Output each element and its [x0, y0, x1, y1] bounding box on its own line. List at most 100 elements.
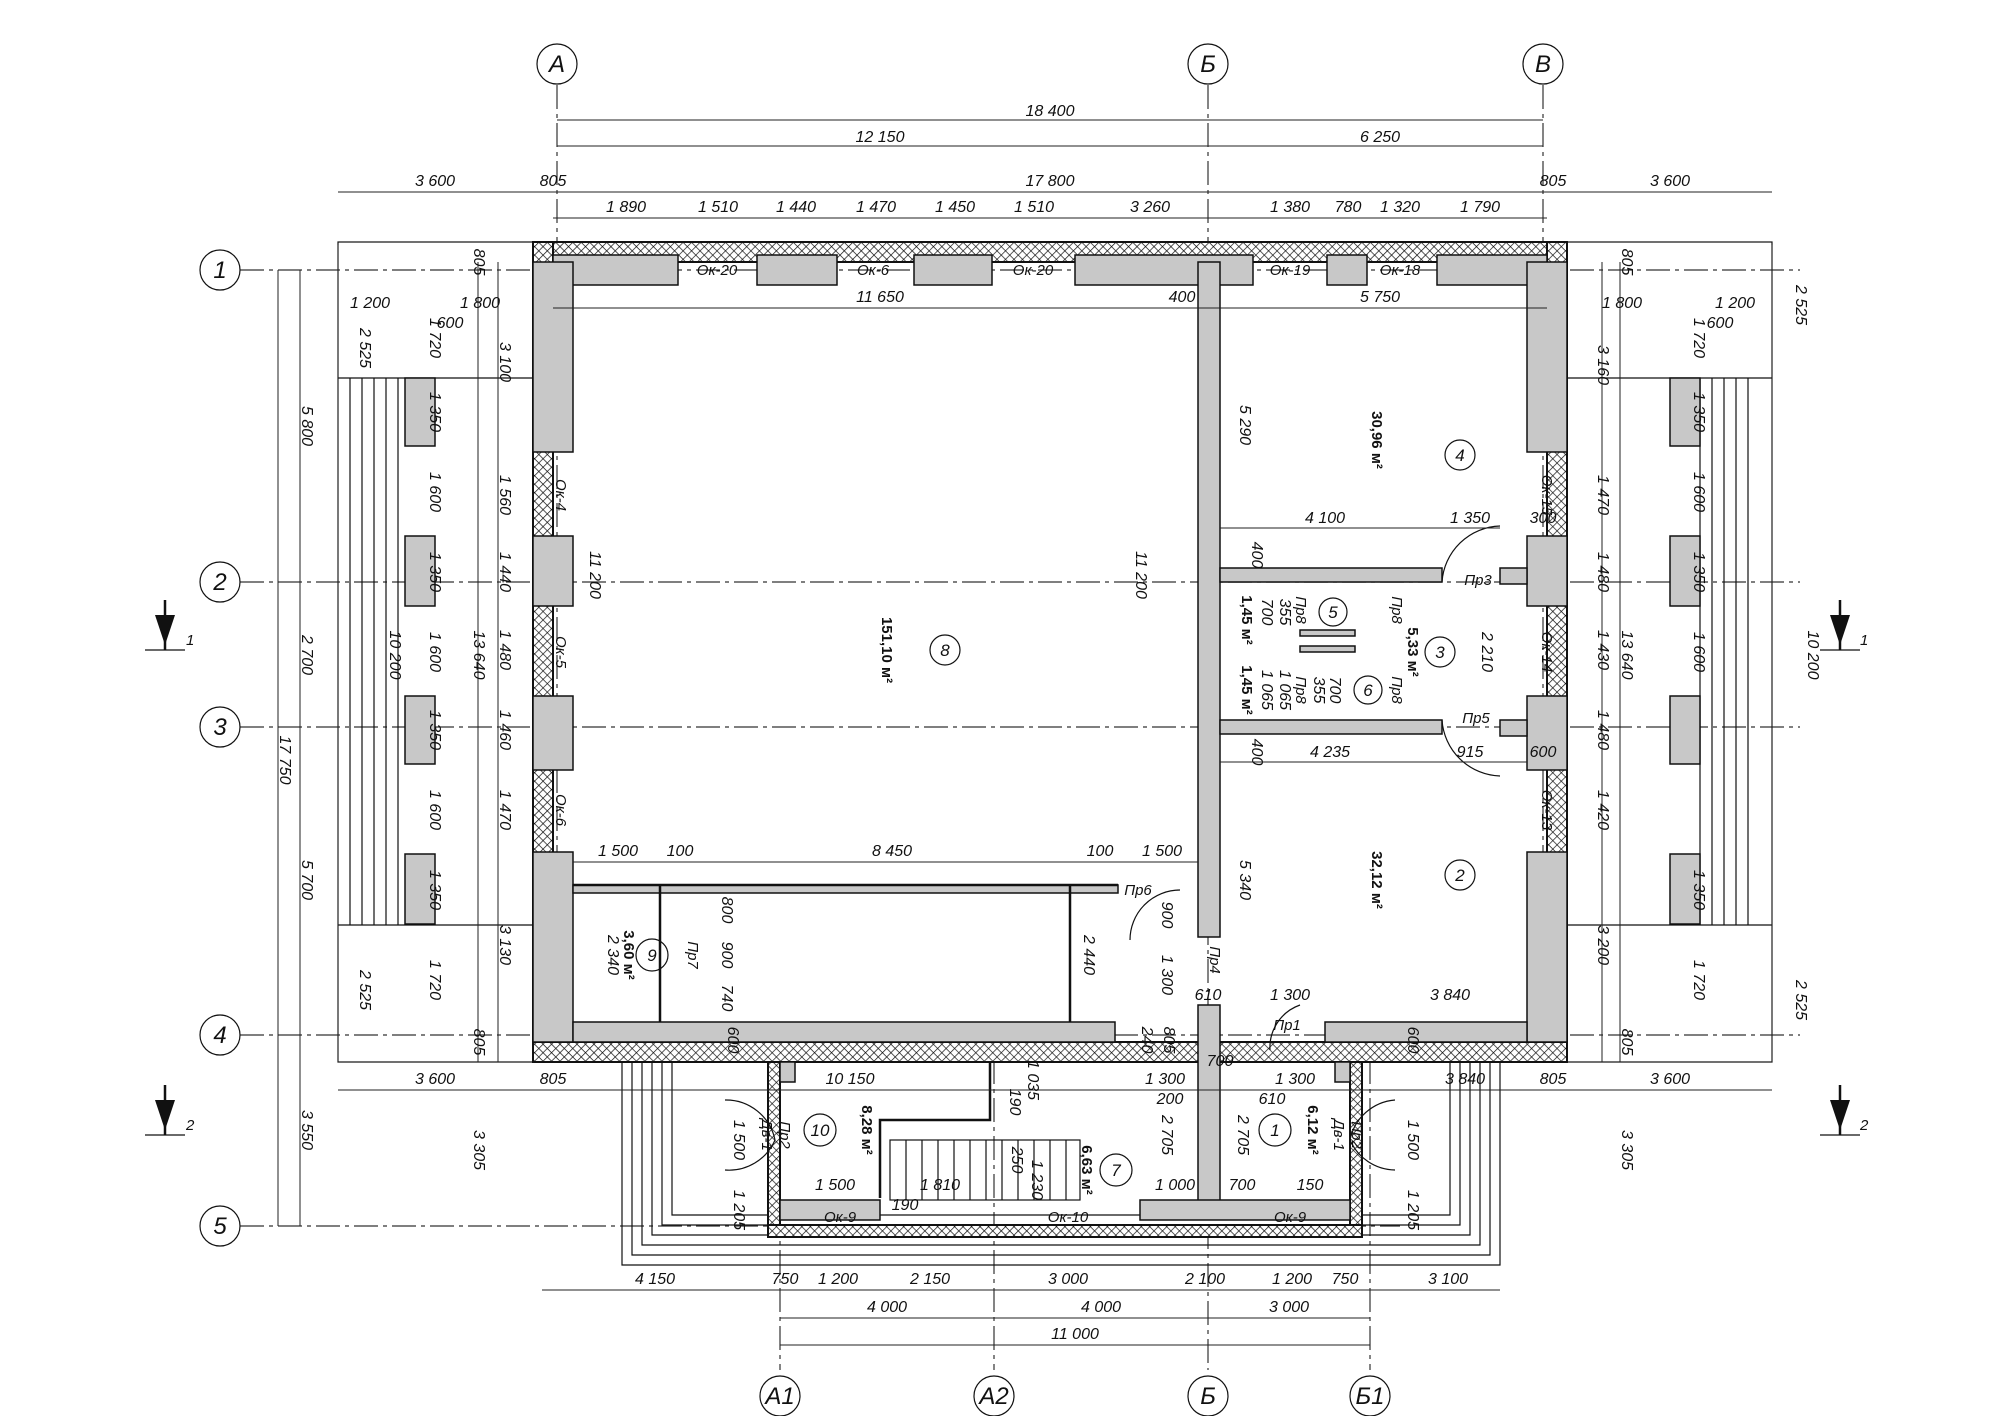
dim-lower-3305: 3 305 [470, 1130, 487, 1170]
room-area: 1,45 м² [1238, 595, 1255, 644]
window-label: Ок-6 [552, 794, 569, 827]
dim-right-total: 10 200 [1804, 631, 1821, 680]
dim-porch-step: 1 600 [426, 632, 443, 672]
dim-porch-3600: 3 600 [1650, 1071, 1690, 1088]
dim-room9: 2 340 [604, 934, 621, 975]
axis-label: В [1535, 51, 1551, 78]
dim-chain: 1 510 [1014, 199, 1054, 216]
room-number: 6 [1363, 681, 1373, 700]
dim-3840: 3 840 [1445, 1071, 1485, 1088]
dim-wc: 1 065 [1258, 670, 1275, 710]
dim-2705: 2 705 [1234, 1114, 1251, 1155]
dim-span-10150: 10 150 [826, 1071, 875, 1088]
room-number: 3 [1435, 643, 1445, 662]
dim-wc: 1 065 [1276, 670, 1293, 710]
dim-porch-2525: 2 525 [1792, 284, 1809, 325]
dimension-lines-left [277, 245, 499, 1226]
section-mark-1-left: 1 [145, 600, 194, 651]
dim-porch-1800: 1 800 [460, 295, 500, 312]
dim-chain: 1 790 [1460, 199, 1500, 216]
dim-bottom-chain: 3 100 [1428, 1271, 1468, 1288]
dim-porch-step: 1 600 [426, 472, 443, 512]
window-label: Ок-4 [552, 479, 569, 511]
door-label: Пр8 [1388, 676, 1405, 704]
dimension-lines-top [338, 119, 1772, 309]
axis-bubble-3: 3 [199, 706, 241, 748]
room-area: 32,12 м² [1368, 851, 1385, 909]
room-area: 1,45 м² [1238, 665, 1255, 714]
dim-porch-2525: 2 525 [356, 969, 373, 1010]
dimension-lines-right [1601, 245, 1773, 1062]
dim-1230: 1 230 [1028, 1160, 1045, 1200]
door-label: Пр2 [776, 1121, 793, 1149]
dim-1035: 1 035 [1024, 1060, 1041, 1100]
dim-corridor: 1 500 [1142, 843, 1182, 860]
dim-wc: 355 [1276, 599, 1293, 626]
axis-bubble-V: В [1522, 43, 1564, 85]
room-area: 5,33 м² [1404, 627, 1421, 676]
dim-1500: 1 500 [1404, 1120, 1421, 1160]
dim-wc: 355 [1310, 677, 1327, 704]
dim-left-chain: 3 100 [496, 342, 513, 382]
room-number: 5 [1328, 603, 1338, 622]
dim-1500: 1 500 [815, 1177, 855, 1194]
room-number: 8 [940, 641, 950, 660]
section-mark-2-right: 2 [1820, 1085, 1869, 1136]
room-number: 4 [1455, 446, 1464, 465]
dim-bottom-chain: 750 [1332, 1271, 1359, 1288]
window-label: Ок-5 [552, 636, 569, 669]
dim-wall-805: 805 [540, 1071, 567, 1088]
dim-3840: 3 840 [1430, 987, 1470, 1004]
window-label: Ок-19 [1270, 262, 1311, 279]
dim-porch-step: 1 350 [426, 870, 443, 910]
dim-1205: 1 205 [1404, 1190, 1421, 1230]
dim-left-chain: 1 470 [496, 790, 513, 830]
dim-left-section: 3 550 [298, 1110, 315, 1150]
dim-r4-bottom: 4 100 [1305, 510, 1345, 527]
axis-label: Б1 [1356, 1383, 1385, 1410]
dim-805: 805 [1160, 1027, 1177, 1054]
door-label: Пр5 [1462, 710, 1490, 727]
dim-700: 700 [1229, 1177, 1256, 1194]
door-label: Пр1 [1273, 1017, 1301, 1034]
dim-wc: 700 [1326, 677, 1343, 704]
window-label: Ок-9 [1274, 1209, 1307, 1226]
dim-porch-1200: 1 200 [1715, 295, 1755, 312]
dim-right-chain: 1 430 [1594, 630, 1611, 670]
room-1: 1 6,12 м² [1258, 1105, 1321, 1155]
room-6: 6 1,45 м² [1238, 665, 1383, 715]
dim-740: 740 [718, 985, 735, 1012]
axis-bubble-A2: А2 [973, 1375, 1015, 1416]
section-label: 1 [1860, 632, 1868, 649]
window-label: Ок-18 [1380, 262, 1421, 279]
room-number: 10 [811, 1121, 830, 1140]
room-area: 8,28 м² [858, 1105, 875, 1154]
axis-bubble-5: 5 [199, 1205, 241, 1247]
dim-wall-805: 805 [1618, 1029, 1635, 1056]
exterior-walls [532, 241, 1568, 1238]
room-area: 6,63 м² [1078, 1145, 1095, 1194]
dim-bottom-span: 3 000 [1269, 1299, 1309, 1316]
dim-porch-step: 1 350 [426, 392, 443, 432]
dim-porch-2525: 2 525 [1792, 979, 1809, 1020]
dim-porch-edge: 1 720 [426, 960, 443, 1000]
dim-800: 800 [718, 897, 735, 924]
dim-corridor: 1 500 [598, 843, 638, 860]
dim-chain: 1 450 [935, 199, 975, 216]
room-number: 1 [1270, 1121, 1279, 1140]
dim-2705: 2 705 [1158, 1114, 1175, 1155]
dim-chain: 3 260 [1130, 199, 1170, 216]
dim-inner-total: 17 800 [1026, 173, 1075, 190]
dim-1300: 1 300 [1270, 987, 1310, 1004]
dim-wall-805: 805 [470, 249, 487, 276]
dim-chain: 1 890 [606, 199, 646, 216]
dim-915: 915 [1457, 744, 1484, 761]
dim-left-section: 5 800 [298, 406, 315, 446]
dim-left-chain: 3 130 [496, 925, 513, 965]
dim-1810: 1 810 [920, 1177, 960, 1194]
dim-wall-right: 805 [1540, 173, 1567, 190]
room-number: 9 [647, 946, 657, 965]
dim-right-13640: 13 640 [1618, 631, 1635, 680]
dim-porch-1800: 1 800 [1602, 295, 1642, 312]
dim-left-total: 17 750 [276, 736, 293, 785]
